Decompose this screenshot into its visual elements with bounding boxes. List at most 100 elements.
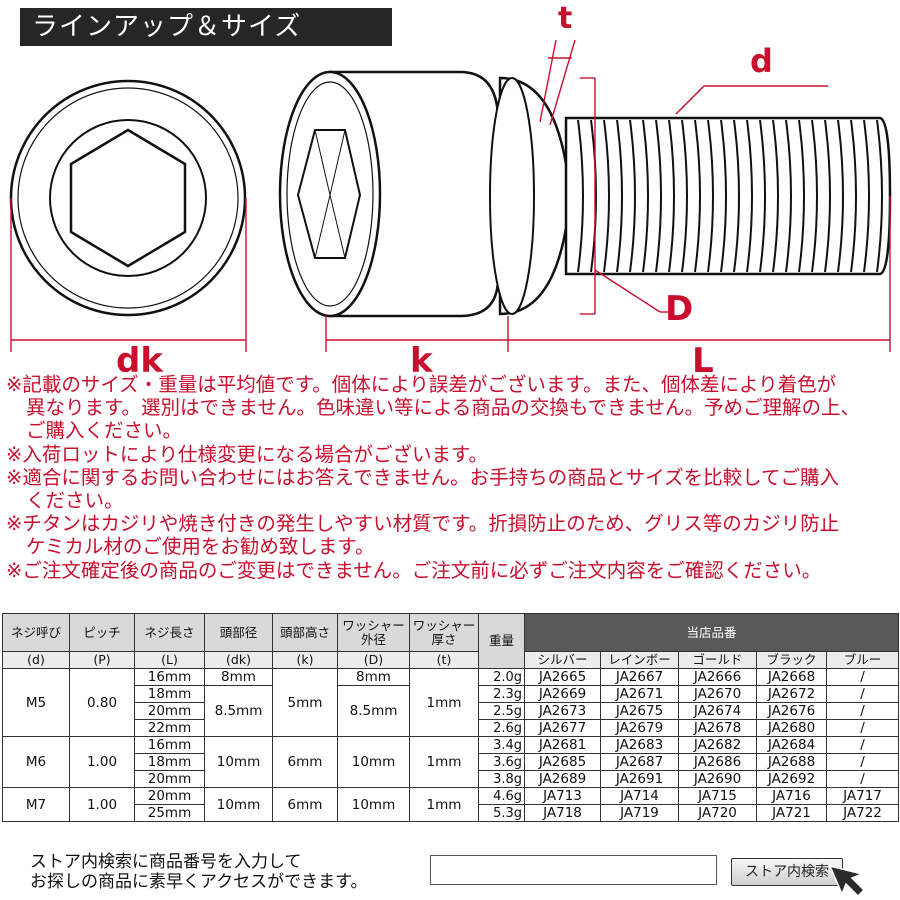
label-dk: dk (116, 341, 164, 372)
cell-code: JA2668 (756, 668, 827, 686)
store-search-input[interactable] (430, 855, 717, 885)
cell-code: JA721 (756, 804, 827, 822)
cell-head-dia: 10mm (204, 736, 273, 788)
th-washer-od: ワッシャー外径 (337, 613, 410, 652)
cell-code: JA2679 (600, 719, 679, 737)
cell-code: / (826, 753, 899, 771)
note-line: ※ご注文確定後の商品のご変更はできません。ご注文前に必ずご注文内容をご確認くださ… (6, 558, 822, 582)
th-color-rainbow: レインボー (600, 651, 679, 669)
label-L: L (692, 341, 714, 372)
cell-code: JA2665 (524, 668, 601, 686)
th-color-blue: ブルー (826, 651, 899, 669)
th-size: ネジ呼び (2, 613, 70, 652)
label-t: t (558, 1, 572, 36)
thread-line (616, 119, 623, 273)
label-k: k (410, 341, 434, 372)
th-sub-l: (L) (134, 651, 205, 669)
cell-code: JA2692 (756, 770, 827, 788)
cell-code: JA2667 (600, 668, 679, 686)
cell-code: JA716 (756, 787, 827, 805)
thread-line (655, 119, 662, 273)
cell-code: JA718 (524, 804, 601, 822)
notes: ※記載のサイズ・重量は平均値です。個体により誤差がございます。また、個体差により… (6, 373, 896, 582)
cell-pitch: 1.00 (69, 787, 135, 822)
th-sub-d: (d) (2, 651, 70, 669)
cell-code: JA2673 (524, 702, 601, 720)
cell-pitch: 0.80 (69, 668, 135, 737)
thread-line (759, 119, 766, 273)
th-sub-k: (k) (272, 651, 338, 669)
cell-length: 20mm (134, 770, 205, 788)
cell-weight: 3.6g (478, 753, 525, 771)
note-line: ご購入ください。 (26, 419, 183, 443)
cell-code: JA2670 (678, 685, 757, 703)
th-color-black: ブラック (756, 651, 827, 669)
thread-line (590, 119, 597, 273)
hex-socket-icon (69, 128, 187, 268)
cell-code: JA2687 (600, 753, 679, 771)
pointer-cursor-icon (828, 864, 866, 898)
thread-line (694, 119, 701, 273)
thread-line (746, 119, 753, 273)
cell-washer-t: 1mm (409, 668, 479, 737)
thread-line (629, 119, 636, 273)
cell-code: JA2683 (600, 736, 679, 754)
cell-weight: 2.3g (478, 685, 525, 703)
thread-line (824, 119, 831, 273)
thread-line (668, 119, 675, 273)
thread-line (863, 119, 870, 273)
cell-washer-od: 8mm (337, 668, 410, 686)
th-length: ネジ長さ (134, 613, 205, 652)
cell-code: JA2678 (678, 719, 757, 737)
thread-line (785, 119, 792, 273)
cell-weight: 5.3g (478, 804, 525, 822)
cell-head-dia: 8mm (204, 668, 273, 686)
cell-code: / (826, 770, 899, 788)
cell-weight: 3.4g (478, 736, 525, 754)
th-sub-t: (t) (409, 651, 479, 669)
th-weight: 重量 (478, 613, 525, 669)
cell-code: JA2680 (756, 719, 827, 737)
th-pitch: ピッチ (69, 613, 135, 652)
thread-line (577, 119, 584, 273)
note-line: ※適合に関するお問い合わせにはお答えできません。お手持ちの商品とサイズを比較して… (6, 465, 839, 489)
th-head-dia: 頭部径 (204, 613, 273, 652)
th-sub-D: (D) (337, 651, 410, 669)
note-line: ください。 (26, 489, 124, 513)
store-search-button[interactable]: ストア内検索 (731, 858, 843, 886)
cell-code: / (826, 702, 899, 720)
search-note: ストア内検索に商品番号を入力して お探しの商品に素早くアクセスができます。 (30, 852, 367, 892)
thread-line (733, 119, 740, 273)
cell-washer-od: 10mm (337, 736, 410, 788)
label-d: d (750, 42, 773, 80)
cell-code: / (826, 685, 899, 703)
spec-table: ネジ呼び ピッチ ネジ長さ 頭部径 頭部高さ ワッシャー外径 ワッシャー厚さ 重… (2, 613, 899, 822)
cell-code: JA2666 (678, 668, 757, 686)
cell-code: JA2671 (600, 685, 679, 703)
th-product-codes: 当店品番 (524, 613, 899, 652)
cell-pitch: 1.00 (69, 736, 135, 788)
cell-size: M7 (2, 787, 70, 822)
thread-line (876, 119, 883, 273)
search-note-line: お探しの商品に素早くアクセスができます。 (30, 872, 368, 892)
section-banner: ラインアップ＆サイズ (20, 8, 392, 46)
th-sub-p: (P) (69, 651, 135, 669)
dimension-lines (10, 39, 891, 352)
label-D: D (665, 289, 693, 329)
cell-weight: 3.8g (478, 770, 525, 788)
thread-line (798, 119, 805, 273)
cell-code: JA713 (524, 787, 601, 805)
cell-washer-t: 1mm (409, 787, 479, 822)
th-color-silver: シルバー (524, 651, 601, 669)
cell-length: 16mm (134, 668, 205, 686)
note-line: 異なります。選別はできません。色味違い等による商品の交換もできません。予めご理解… (26, 396, 861, 420)
cell-code: JA715 (678, 787, 757, 805)
cell-length: 25mm (134, 804, 205, 822)
cell-code: / (826, 668, 899, 686)
cell-weight: 2.6g (478, 719, 525, 737)
th-head-height: 頭部高さ (272, 613, 338, 652)
cell-code: / (826, 719, 899, 737)
cell-code: JA2682 (678, 736, 757, 754)
cell-code: JA2688 (756, 753, 827, 771)
note-line: ケミカル材のご使用をお勧め致します。 (26, 535, 375, 559)
